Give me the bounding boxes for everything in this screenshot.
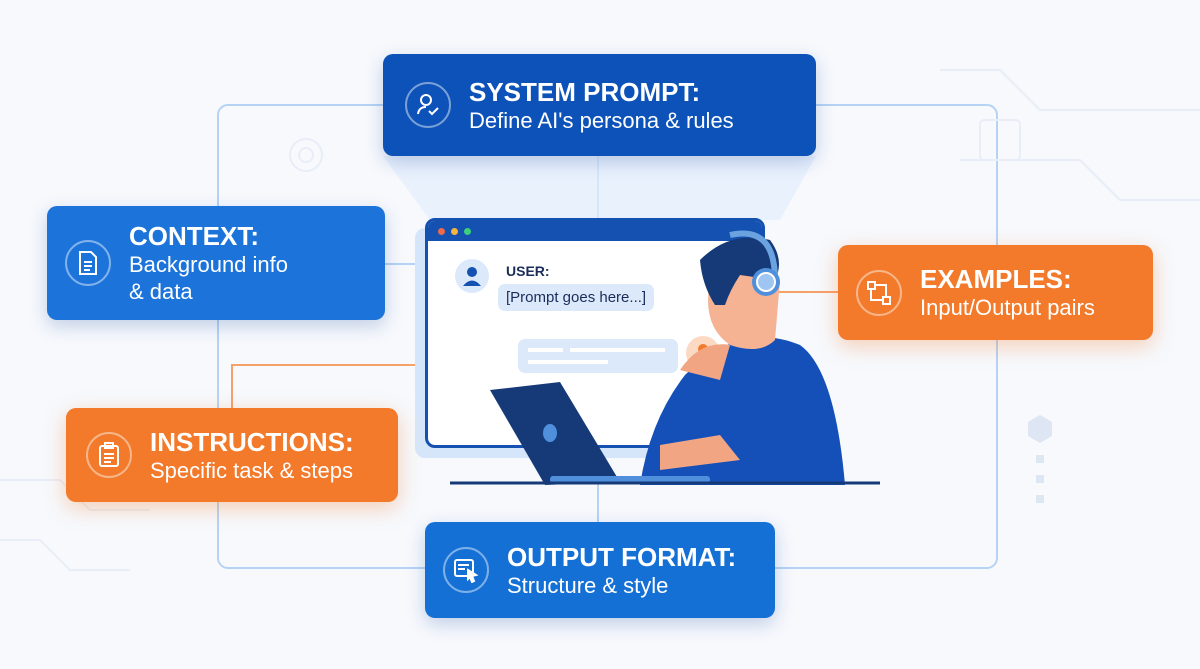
card-subtitle: Structure & style [507, 572, 669, 598]
user-check-icon [405, 82, 451, 128]
person-at-laptop-illustration [450, 230, 880, 485]
card-title: CONTEXT: [129, 221, 259, 251]
output-format-card: OUTPUT FORMAT:Structure & style [425, 522, 775, 618]
card-title: INSTRUCTIONS: [150, 426, 354, 457]
card-subtitle: Specific task & steps [150, 457, 353, 483]
user-avatar-icon [455, 259, 489, 293]
flow-icon [856, 269, 902, 316]
user-label: USER: [506, 263, 550, 279]
card-title: OUTPUT FORMAT: [507, 541, 737, 572]
document-icon [65, 240, 111, 286]
card-title: SYSTEM PROMPT: [469, 76, 701, 107]
instructions-card: INSTRUCTIONS:Specific task & steps [66, 408, 398, 502]
response-bubble [518, 339, 678, 373]
card-subtitle: Input/Output pairs [920, 295, 1095, 320]
card-subtitle-line2: & data [129, 279, 193, 304]
context-card: CONTEXT:Background info& data [47, 206, 385, 320]
system-prompt-card: SYSTEM PROMPT:Define AI's persona & rule… [383, 54, 816, 156]
prompt-bubble: [Prompt goes here...] [498, 284, 655, 311]
card-subtitle: Define AI's persona & rules [469, 107, 734, 133]
card-subtitle: Background info [129, 252, 288, 277]
format-cursor-icon [443, 547, 489, 593]
card-title: EXAMPLES: [920, 264, 1072, 294]
clipboard-icon [86, 432, 132, 478]
examples-card: EXAMPLES:Input/Output pairs [838, 245, 1153, 340]
